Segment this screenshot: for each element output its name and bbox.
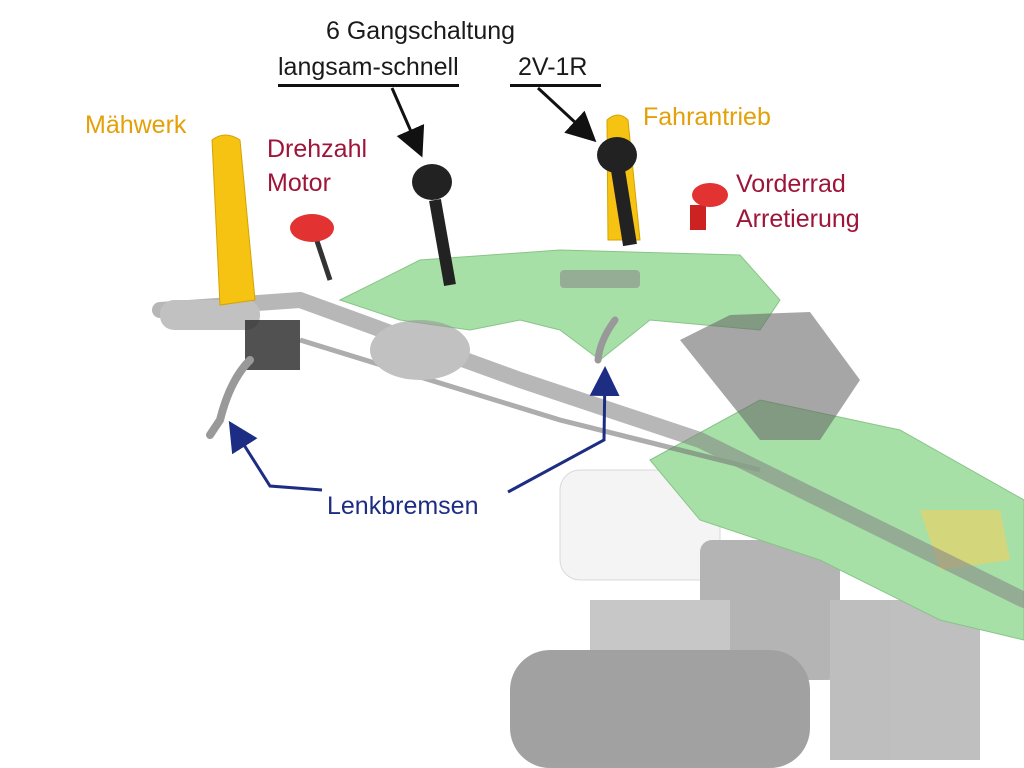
gear-direction-label: 2V-1R — [510, 52, 602, 87]
wheel-lock-label-line2: Arretierung — [736, 205, 860, 233]
engine — [510, 469, 980, 768]
rpm-label-line2: Motor — [267, 169, 331, 197]
gear-title-label: 6 Gangschaltung — [326, 17, 516, 45]
brake-arrow-right — [507, 366, 620, 494]
brake-arrow-left — [228, 420, 323, 492]
gear-range-label: langsam-schnell — [278, 52, 459, 87]
gear-arrow-right — [536, 86, 597, 143]
drive-label: Fahrantrieb — [643, 103, 771, 131]
wheel-lock-knob — [690, 183, 728, 230]
brakes-label: Lenkbremsen — [327, 492, 479, 520]
gear-lever-left — [412, 164, 456, 287]
mower-lever — [211, 134, 256, 306]
brake-levers — [206, 316, 619, 439]
handlebars — [152, 291, 1024, 608]
green-body — [338, 249, 1024, 641]
engine-cover — [680, 312, 860, 440]
brand-plate — [560, 270, 640, 288]
rpm-knob — [290, 214, 334, 281]
gear-lever-right — [597, 137, 637, 247]
rpm-label-line1: Drehzahl — [267, 135, 368, 163]
mower-label: Mähwerk — [85, 111, 187, 139]
gear-arrow-left — [390, 87, 425, 158]
wheel-lock-label-line1: Vorderrad — [736, 170, 846, 198]
